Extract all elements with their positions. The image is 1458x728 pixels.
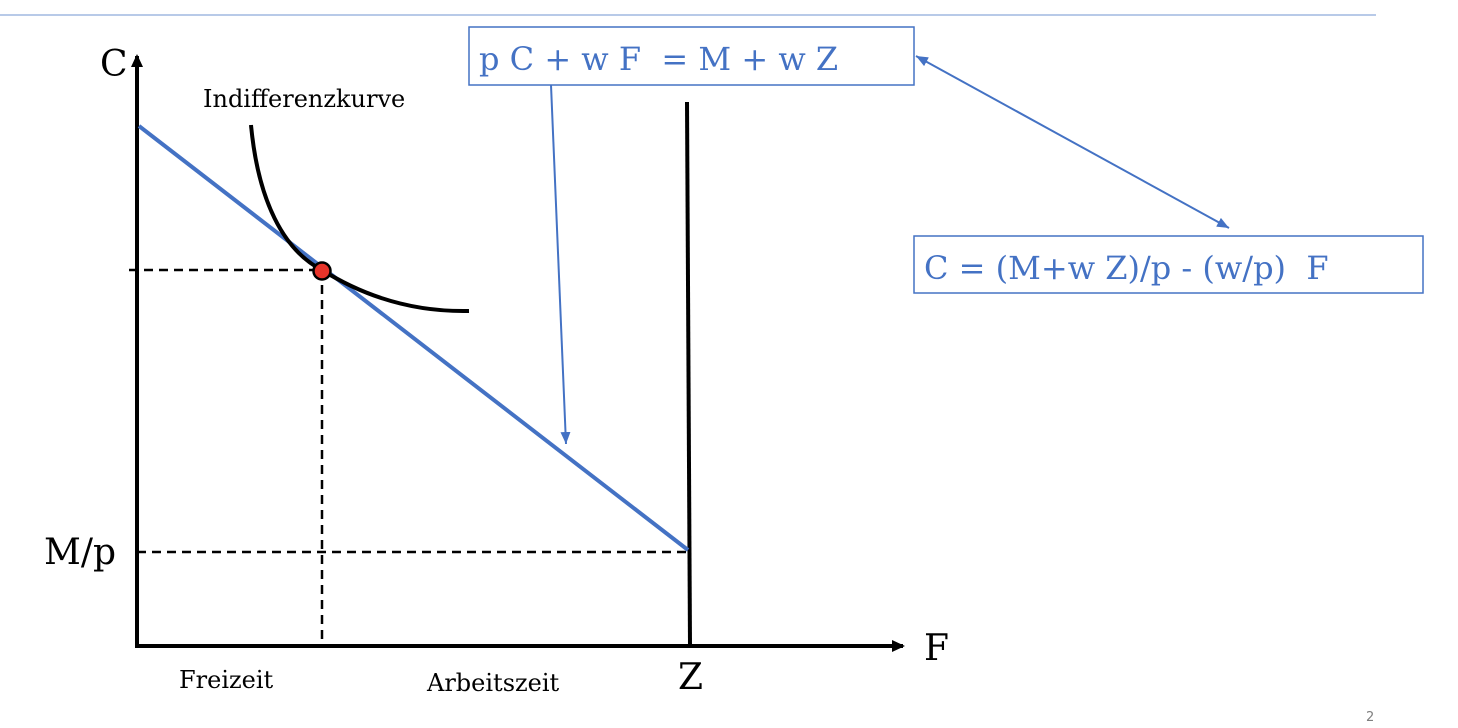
budget-constraint-box — [468, 26, 915, 86]
budget-constraint-equation: p C + w F = M + w Z — [479, 40, 838, 78]
budget-line — [137, 124, 690, 552]
equation-to-line-arrow — [550, 84, 571, 445]
y-tick-label-m-over-p: M/p — [44, 532, 116, 573]
x-axis-label: F — [924, 628, 949, 669]
optimum-point — [312, 261, 332, 281]
indifference-curve — [249, 124, 470, 314]
indifference-curve-label: Indifferenzkurve — [203, 85, 405, 113]
budget-line-solved-equation: C = (M+w Z)/p - (w/p) F — [924, 249, 1329, 287]
time-endowment-line — [685, 101, 692, 647]
work-time-label: Arbeitszeit — [426, 669, 560, 697]
x-tick-label-z: Z — [678, 657, 703, 698]
budget-line-solved-box — [913, 235, 1424, 294]
page-number: 2 — [1366, 710, 1374, 725]
y-axis-label: C — [100, 44, 128, 85]
leisure-label: Freizeit — [179, 666, 274, 694]
equation-link-arrow — [915, 55, 1230, 229]
